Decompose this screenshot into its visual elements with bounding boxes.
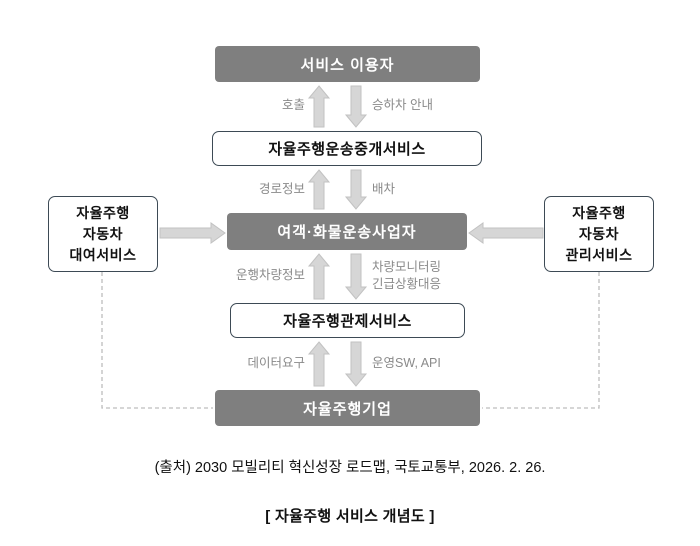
edge-label-sw-api: 운영SW, API	[372, 356, 441, 370]
edge-label-route-info: 경로정보	[258, 182, 305, 196]
arrow-sw-api-down-icon	[344, 341, 368, 387]
arrow-data-request-up-icon	[307, 341, 331, 387]
node-brokerage-service: 자율주행운송중개서비스	[212, 131, 482, 166]
dashed-connector-management-company	[482, 272, 600, 409]
diagram-caption: [ 자율주행 서비스 개념도 ]	[265, 508, 435, 525]
edge-label-monitoring: 차량모니터링 긴급상황대응	[372, 260, 442, 291]
source-line: (출처) 2030 모빌리티 혁신성장 로드맵, 국토교통부, 2026. 2.…	[154, 460, 546, 476]
edge-label-board-guide: 승하차 안내	[372, 98, 433, 112]
node-vehicle-management-service: 자율주행 자동차 관리서비스	[544, 196, 654, 272]
dashed-connector-rental-company	[101, 272, 213, 409]
edge-label-data-request: 데이터요구	[247, 356, 305, 370]
arrow-call-up-icon	[307, 85, 331, 128]
node-service-user: 서비스 이용자	[215, 46, 480, 82]
arrow-route-info-up-icon	[307, 169, 331, 210]
arrow-management-left-icon	[468, 222, 544, 244]
arrow-rental-right-icon	[159, 222, 226, 244]
edge-label-vehicle-info: 운행차량정보	[235, 268, 305, 282]
arrow-monitoring-down-icon	[344, 253, 368, 300]
node-vehicle-rental-service: 자율주행 자동차 대여서비스	[48, 196, 158, 272]
node-transport-operator: 여객·화물운송사업자	[227, 213, 467, 250]
node-autonomous-company: 자율주행기업	[215, 390, 480, 426]
edge-label-call: 호출	[281, 98, 305, 112]
edge-label-dispatch: 배차	[372, 182, 396, 196]
arrow-dispatch-down-icon	[344, 169, 368, 210]
node-control-service: 자율주행관제서비스	[230, 303, 465, 338]
arrow-vehicle-info-up-icon	[307, 253, 331, 300]
arrow-board-guide-down-icon	[344, 85, 368, 128]
